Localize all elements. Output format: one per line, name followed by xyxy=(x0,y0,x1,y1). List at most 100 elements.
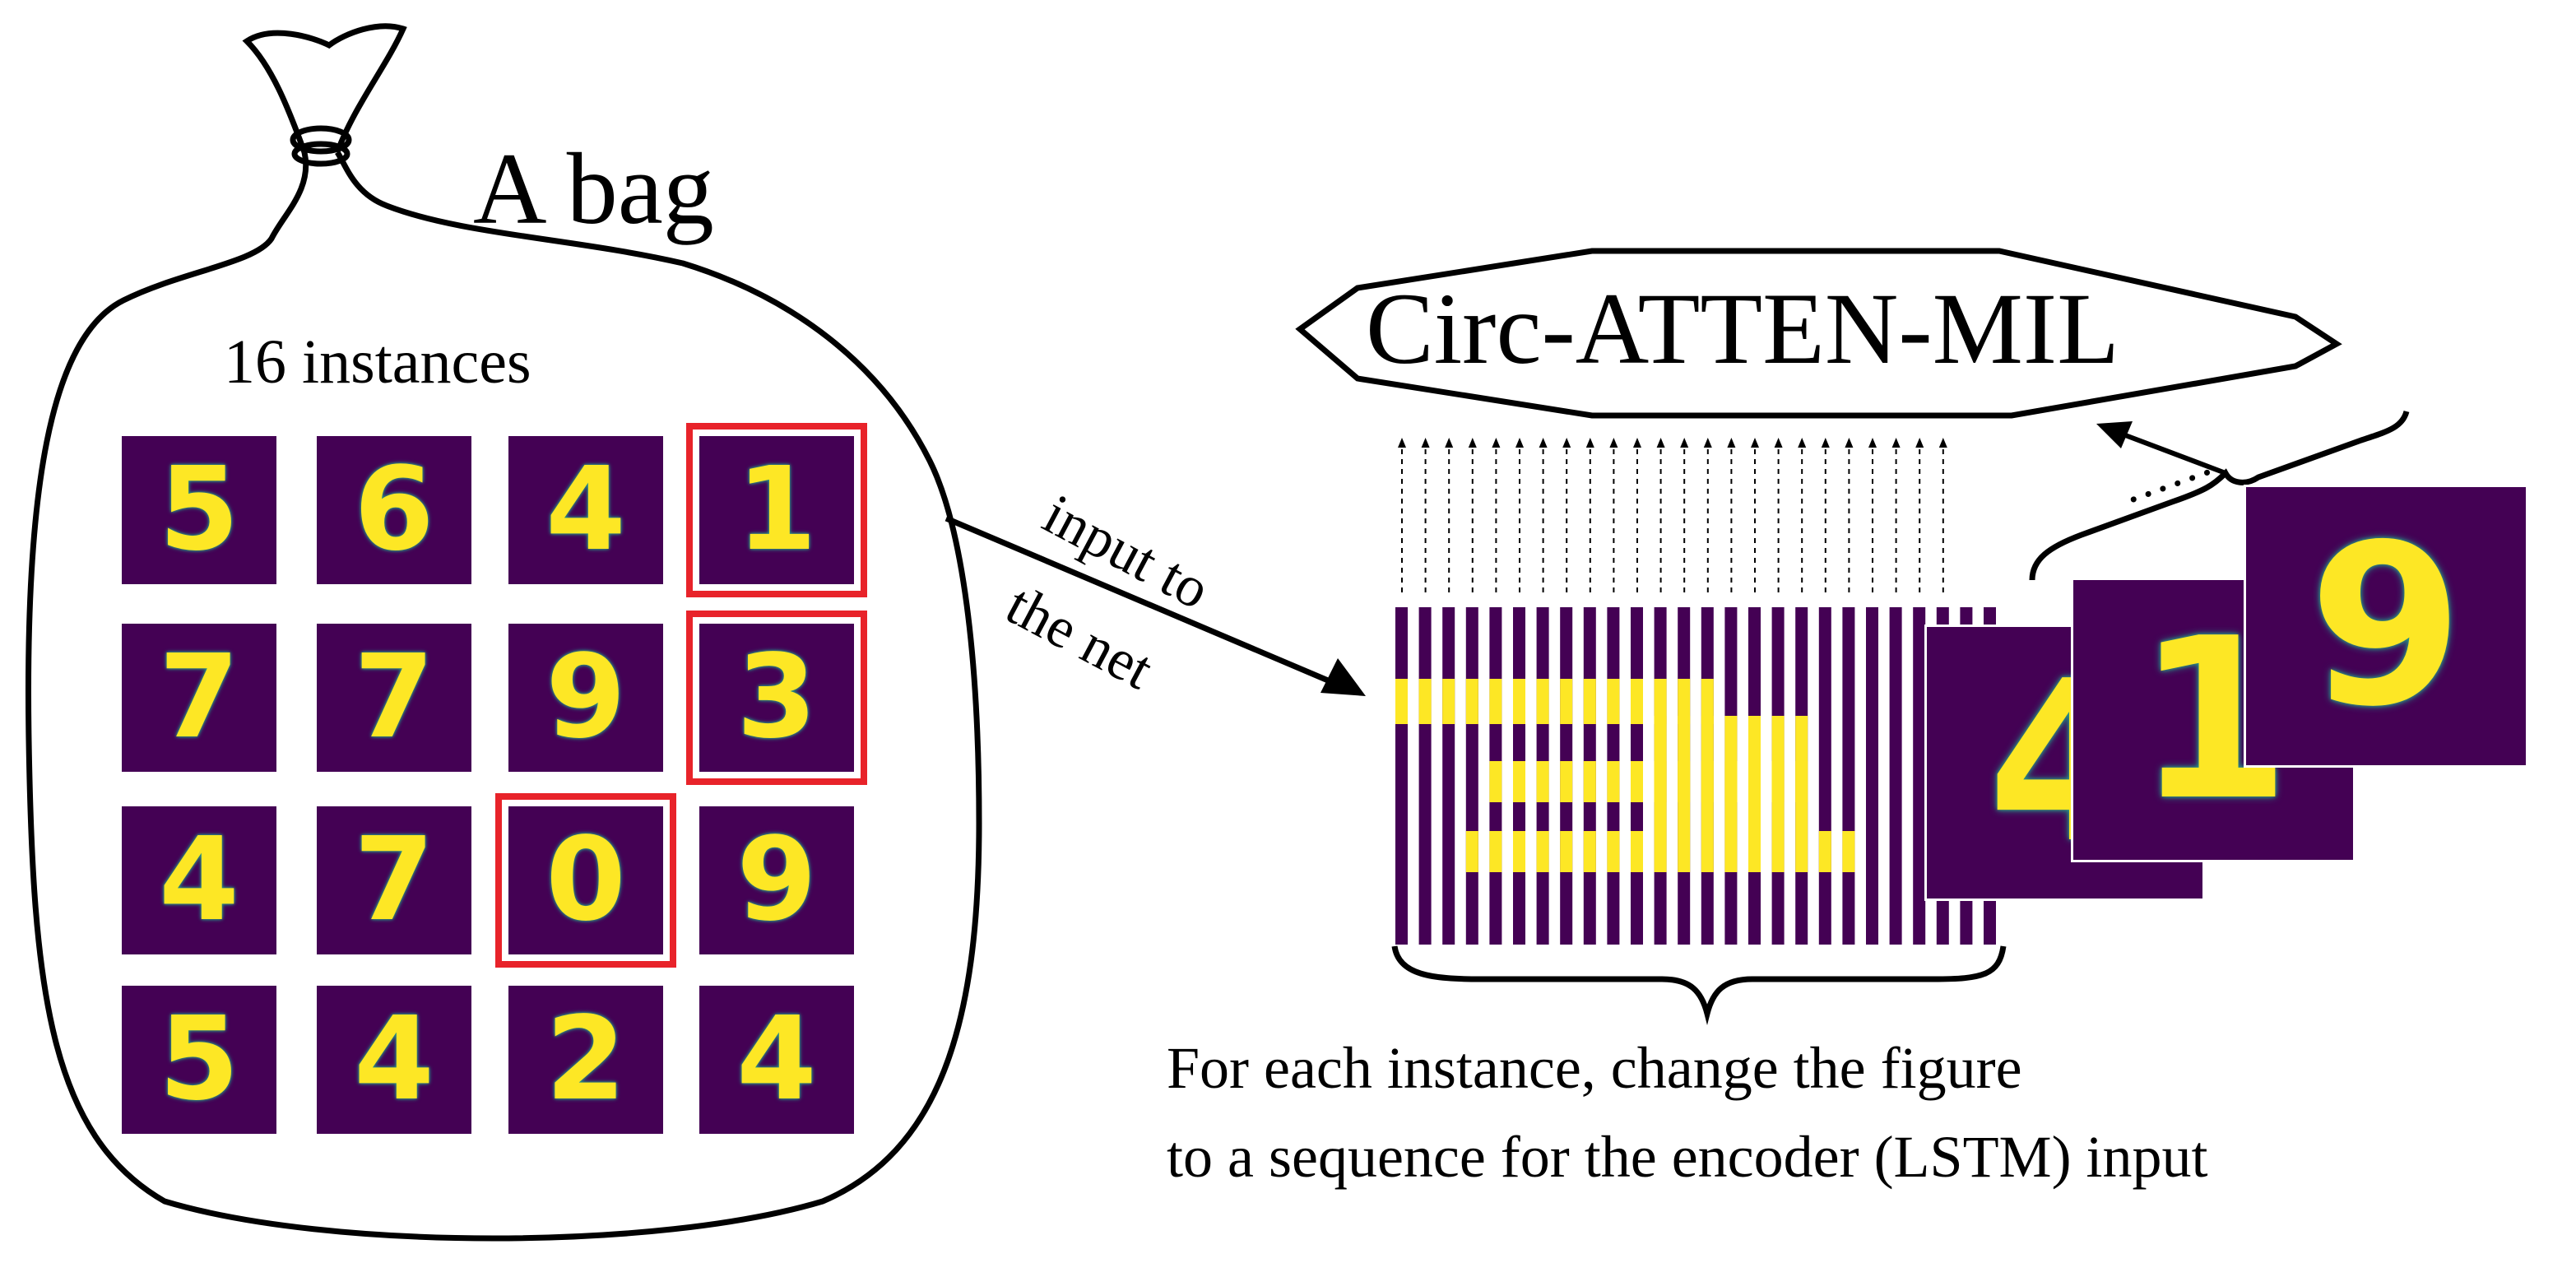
sequence-stripe-ink xyxy=(1795,716,1808,831)
instance-tile: 4 xyxy=(122,806,276,954)
sequence-stripe xyxy=(1842,607,1855,945)
sequence-stripe-ink xyxy=(1771,831,1785,872)
instance-tile: 1 xyxy=(699,436,854,584)
caption-line1: For each instance, change the figure xyxy=(1167,1035,2022,1101)
sequence-stripe xyxy=(1866,607,1878,945)
lstm-output-arrow-head xyxy=(1891,438,1901,448)
sequence-stripe-ink xyxy=(1842,831,1855,872)
sequence-stripe-ink xyxy=(1748,831,1761,872)
lstm-output-arrow-head xyxy=(1680,438,1689,448)
sequence-stripe-ink xyxy=(1465,831,1478,872)
sequence-stripe-ink xyxy=(1631,679,1643,724)
instance-digit: 6 xyxy=(354,443,434,577)
sequence-stripe-ink xyxy=(1513,831,1525,872)
instance-digit: 7 xyxy=(354,813,434,947)
instance-tile: 2 xyxy=(508,986,663,1134)
sequence-image-digit: 9 xyxy=(2309,496,2463,755)
sequence-stripe-ink xyxy=(1442,679,1455,724)
instance-tile: 7 xyxy=(122,624,276,772)
sequence-stripe-ink xyxy=(1536,761,1549,802)
instance-tile: 9 xyxy=(508,624,663,772)
sequence-stripe-ink xyxy=(1536,679,1549,724)
instance-digit: 5 xyxy=(159,992,239,1126)
lstm-output-arrow-head xyxy=(1562,438,1571,448)
instance-digit: 7 xyxy=(354,630,434,764)
caption-line2: to a sequence for the encoder (LSTM) inp… xyxy=(1167,1124,2208,1190)
sequence-stripe-ink xyxy=(1513,761,1525,802)
sequence-stripe-ink xyxy=(1654,716,1667,831)
bag-knot xyxy=(242,23,407,154)
instance-digit: 0 xyxy=(545,813,626,947)
instance-tile: 4 xyxy=(508,436,663,584)
lstm-output-arrow-head xyxy=(1421,438,1430,448)
selected-instance-box xyxy=(686,423,867,597)
sequence-stripe-ink xyxy=(1607,679,1620,724)
input-arrow-line xyxy=(945,515,1351,693)
sequence-brace xyxy=(1391,945,2007,1025)
sequence-stripe-ink xyxy=(1418,679,1432,724)
instance-tile: 4 xyxy=(317,986,471,1134)
instance-tile: 5 xyxy=(122,986,276,1134)
selected-instance-box xyxy=(495,793,676,968)
sequence-stripe-ink xyxy=(1513,679,1525,724)
lstm-output-arrow-head xyxy=(1633,438,1641,448)
sequence-stripe-ink xyxy=(1465,679,1478,724)
lstm-output-arrow-head xyxy=(1492,438,1501,448)
lstm-output-arrow-head xyxy=(1585,438,1594,448)
sequence-stripe xyxy=(1418,607,1432,945)
sequence-stripe-ink xyxy=(1654,679,1667,724)
sequence-stripe-ink xyxy=(1818,831,1831,872)
lstm-output-arrow-head xyxy=(1868,438,1877,448)
sequence-stripe-ink xyxy=(1560,831,1573,872)
input-arrow-head xyxy=(1320,658,1366,696)
sequence-stripe xyxy=(1913,607,1926,945)
instances-label: 16 instances xyxy=(224,327,531,397)
sequence-stripe-ink xyxy=(1489,831,1502,872)
instance-digit: 7 xyxy=(159,630,239,764)
sequence-stripe-ink xyxy=(1771,716,1785,831)
sequence-stripe-ink xyxy=(1583,761,1596,802)
sequence-image: 9 xyxy=(2246,487,2526,765)
lstm-output-arrow-head xyxy=(1845,438,1854,448)
sequence-stripe-ink xyxy=(1489,761,1502,802)
bag-outline xyxy=(25,151,982,1242)
sequence-stripes xyxy=(1395,607,1996,945)
instance-tile: 9 xyxy=(699,806,854,954)
sequence-stripe xyxy=(1818,607,1831,945)
instance-digit: 3 xyxy=(736,630,817,764)
lstm-output-arrow-head xyxy=(1398,438,1406,448)
instance-digit: 4 xyxy=(159,813,239,947)
stack-arrow-line xyxy=(2119,431,2227,476)
sequence-stripe-ink xyxy=(1748,716,1761,831)
lstm-output-arrow-head xyxy=(1798,438,1807,448)
lstm-output-arrow-head xyxy=(1656,438,1665,448)
sequence-stripe-ink xyxy=(1560,761,1573,802)
sequence-stripe-ink xyxy=(1724,831,1738,872)
lstm-output-arrow-head xyxy=(1727,438,1736,448)
instance-tile: 0 xyxy=(508,806,663,954)
sequence-stripe-ink xyxy=(1631,761,1643,802)
instance-tile: 4 xyxy=(699,986,854,1134)
lstm-output-arrow-head xyxy=(1821,438,1830,448)
instance-tile: 5 xyxy=(122,436,276,584)
instance-tile: 7 xyxy=(317,624,471,772)
sequence-stripe-ink xyxy=(1536,831,1549,872)
sequence-stripe-ink xyxy=(1678,679,1691,724)
lstm-output-arrow-head xyxy=(1468,438,1477,448)
instance-digit: 4 xyxy=(736,992,817,1126)
sequence-stripe-ink xyxy=(1701,716,1714,831)
instance-digit: 9 xyxy=(545,630,626,764)
sequence-stripe xyxy=(1889,607,1902,945)
lstm-output-arrow-head xyxy=(1609,438,1618,448)
sequence-stripe-ink xyxy=(1724,716,1738,831)
instance-tile: 6 xyxy=(317,436,471,584)
lstm-output-arrow-head xyxy=(1938,438,1947,448)
selected-instance-box xyxy=(686,611,867,785)
sequence-stripe-ink xyxy=(1583,679,1596,724)
instance-tile: 7 xyxy=(317,806,471,954)
lstm-output-arrow-head xyxy=(1515,438,1524,448)
instance-tile: 3 xyxy=(699,624,854,772)
sequence-stripe-ink xyxy=(1701,679,1714,724)
lstm-output-arrow-head xyxy=(1774,438,1783,448)
lstm-output-arrows xyxy=(1398,438,1947,592)
